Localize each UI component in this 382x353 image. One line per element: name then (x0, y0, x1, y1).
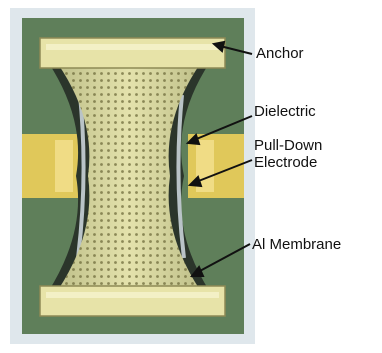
anchor-label: Anchor (256, 45, 304, 62)
electrode-label: Electrode (254, 154, 318, 171)
membrane-arrowhead (189, 265, 205, 277)
membrane-label: Al Membrane (252, 236, 342, 253)
membrane-etch-holes (58, 64, 200, 290)
dielectric-arrow (193, 115, 253, 141)
anchor-top-highlight (46, 44, 219, 50)
anchor-arrow (219, 45, 253, 55)
pull-down-label: Pull-Down (254, 137, 323, 154)
dielectric-label: Dielectric (254, 103, 316, 120)
dielectric-edge-right (176, 94, 186, 259)
dielectric-edge-left (76, 94, 86, 259)
electrode-right-highlight (196, 140, 214, 192)
anchor-bottom-highlight (46, 292, 219, 298)
electrode-left-highlight (55, 140, 73, 192)
electrode-arrow (195, 159, 253, 183)
anchor-top (39, 37, 226, 69)
electrode-arrowhead (187, 175, 203, 188)
anchor-bottom (39, 285, 226, 317)
anchor-arrowhead (211, 40, 226, 53)
dielectric-arrowhead (185, 133, 201, 146)
membrane-arrow (197, 243, 251, 273)
